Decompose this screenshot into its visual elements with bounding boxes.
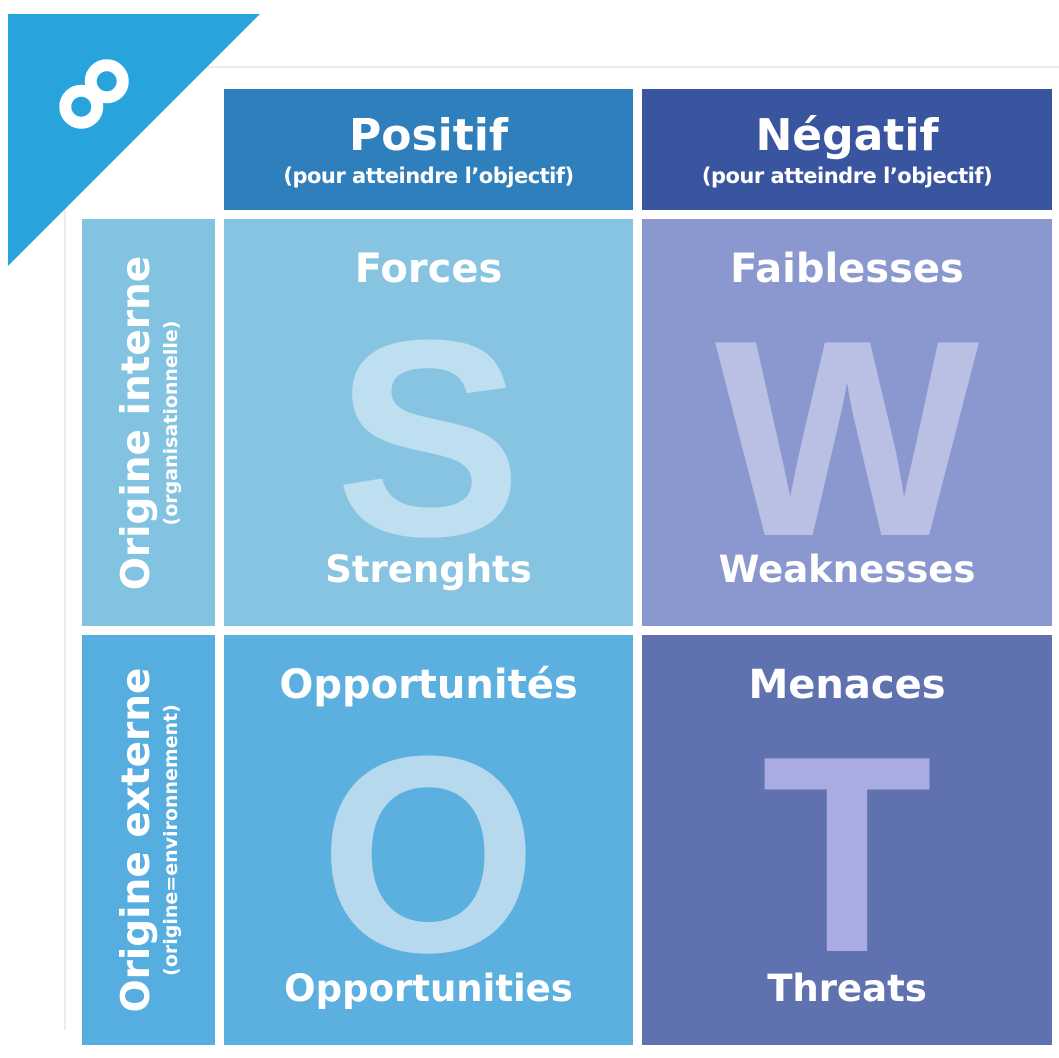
frame-left-line [64,200,66,1030]
quadrant-weaknesses-letter: W [714,283,980,595]
header-negative-subtitle: (pour atteindre l’objectif) [701,163,993,188]
quadrant-opportunities-english: Opportunities [284,967,573,1010]
row-external: Origine externe (origine=environnement) [82,635,215,1045]
quadrant-strengths: Forces S Strenghts [224,219,633,626]
quadrant-opportunities: Opportunités O Opportunities [224,635,633,1045]
header-negative: Négatif (pour atteindre l’objectif) [642,89,1052,210]
row-external-subtitle: (origine=environnement) [159,704,182,976]
quadrant-strengths-letter: S [335,283,522,595]
quadrant-threats: Menaces T Threats [642,635,1052,1045]
quadrant-opportunities-title: Opportunités [279,662,578,708]
quadrant-threats-english: Threats [767,967,927,1010]
quadrant-threats-title: Menaces [748,662,946,708]
header-positive-subtitle: (pour atteindre l’objectif) [283,163,574,188]
quadrant-strengths-title: Forces [354,246,503,292]
frame-top-line [205,66,1059,68]
row-internal-title: Origine interne [113,255,159,590]
quadrant-weaknesses-english: Weaknesses [718,548,976,591]
header-positive: Positif (pour atteindre l’objectif) [224,89,633,210]
header-positive-title: Positif [348,109,508,161]
quadrant-weaknesses: Faiblesses W Weaknesses [642,219,1052,626]
quadrant-threats-letter: T [761,699,933,1011]
infinity-icon [59,59,129,129]
quadrant-weaknesses-title: Faiblesses [730,246,964,292]
row-internal-subtitle: (organisationnelle) [159,320,182,525]
quadrant-opportunities-letter: O [319,699,538,1011]
header-negative-title: Négatif [755,109,939,161]
quadrant-strengths-english: Strenghts [325,548,532,591]
row-external-title: Origine externe [113,667,159,1013]
row-internal: Origine interne (organisationnelle) [82,219,215,626]
